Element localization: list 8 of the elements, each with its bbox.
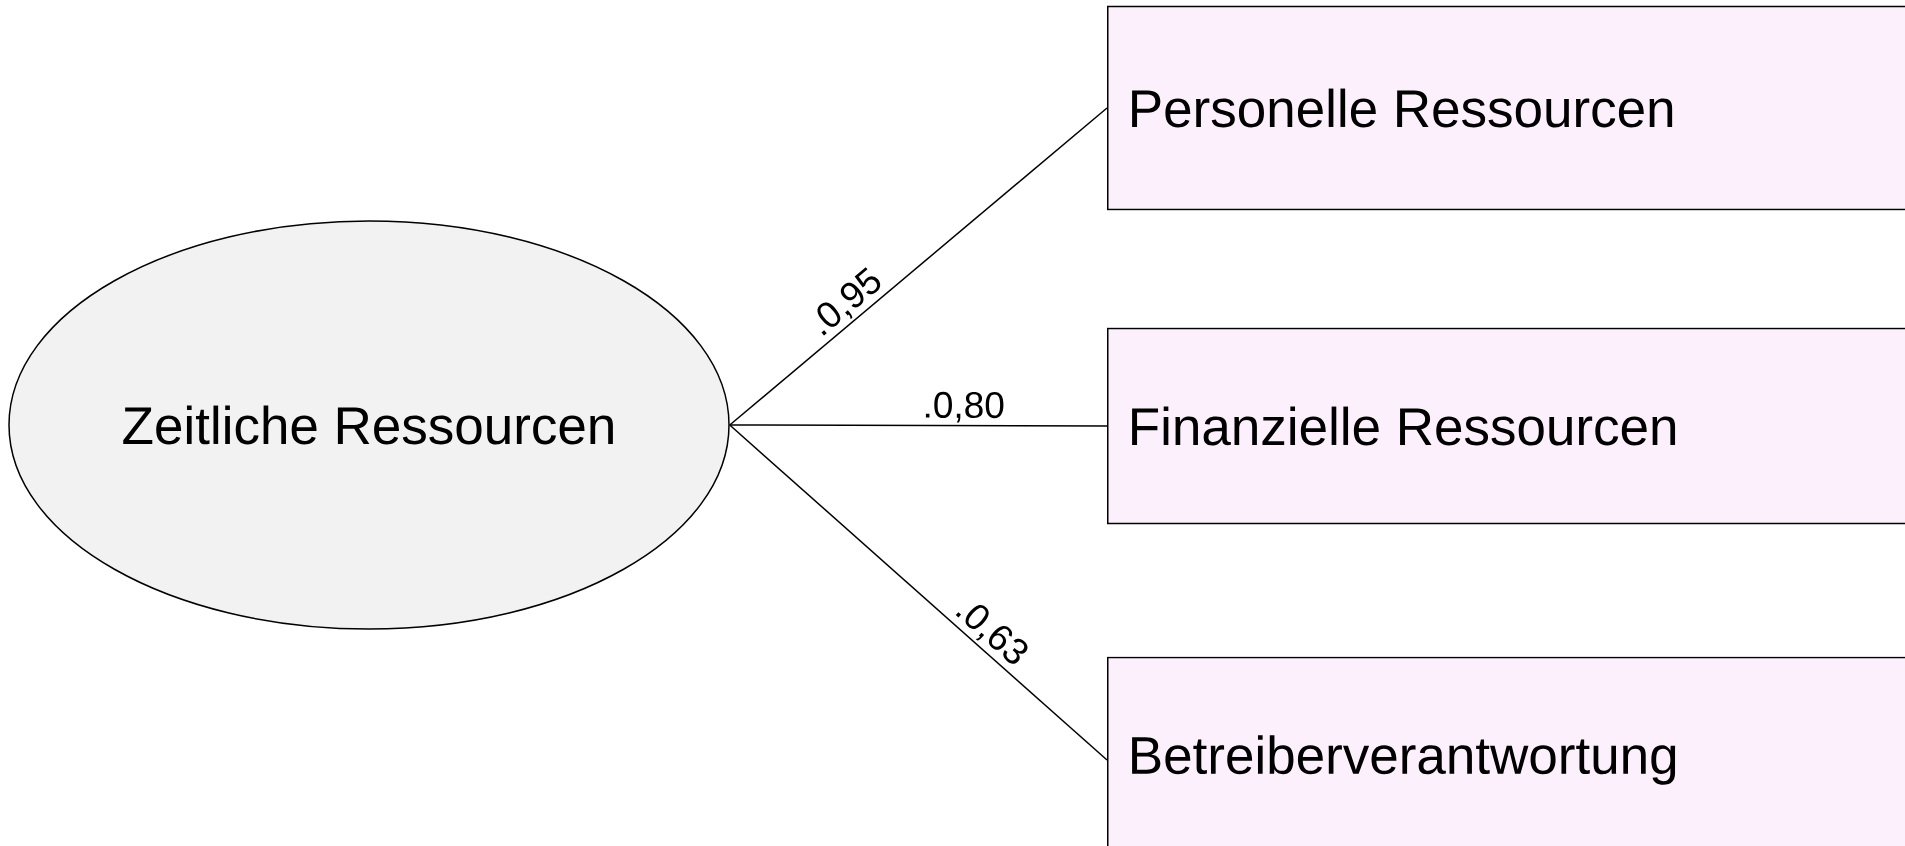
- indicator-box: Betreiberverantwortung: [1107, 656, 1905, 846]
- edge-label: .0,80: [925, 391, 1004, 423]
- connector-line: [729, 424, 1108, 427]
- connector-line: [729, 424, 1108, 761]
- indicator-box: Personelle Ressourcen: [1107, 5, 1905, 211]
- edge-label: .0,63: [955, 604, 1028, 664]
- indicator-box: Finanzielle Ressourcen: [1107, 327, 1905, 525]
- connector-line: [729, 107, 1108, 426]
